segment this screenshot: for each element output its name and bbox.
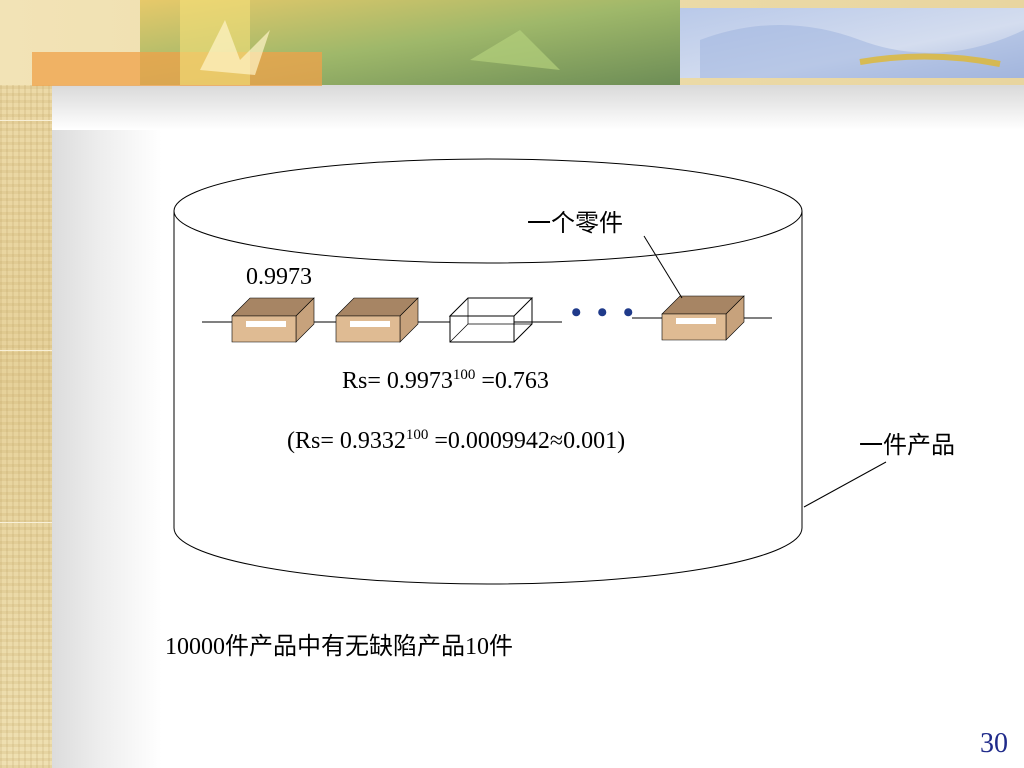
component-box-last <box>661 295 745 341</box>
part-reliability-label: 0.9973 <box>246 264 312 290</box>
banner-leaf-shape <box>200 20 270 75</box>
component-box-1 <box>231 297 315 343</box>
banner-golden-streak <box>859 53 1001 67</box>
component-box-2 <box>335 297 419 343</box>
cylinder-top <box>173 158 803 264</box>
formula2-prefix: (Rs= 0.9332 <box>287 428 406 454</box>
formula1-suffix: =0.763 <box>475 368 549 394</box>
formula2-exponent: 100 <box>405 427 429 443</box>
banner-flower-wash <box>700 25 1024 78</box>
page-number: 30 <box>980 728 1008 759</box>
defect-note: 10000件产品中有无缺陷产品10件 <box>165 634 513 660</box>
banner-orange-band <box>32 52 322 86</box>
product-cylinder <box>173 158 803 585</box>
left-decorative-strip <box>0 0 52 768</box>
banner-leaf-shape-2 <box>470 30 560 70</box>
system-reliability-formula: Rs= 0.9973100 =0.763 <box>342 368 549 395</box>
formula1-exponent: 100 <box>452 367 476 383</box>
ellipsis-dots: • • • <box>571 296 638 329</box>
alternate-reliability-formula: (Rs= 0.9332100 =0.0009942≈0.001) <box>287 428 625 455</box>
formula2-suffix: =0.0009942≈0.001) <box>428 428 626 454</box>
product-leader-line <box>803 461 887 508</box>
product-label: 一件产品 <box>859 433 955 459</box>
part-leader-line <box>643 235 683 299</box>
formula1-prefix: Rs= 0.9973 <box>342 368 453 394</box>
part-label: 一个零件 <box>527 211 623 237</box>
cylinder-bottom <box>173 527 803 585</box>
top-decorative-banner <box>0 0 1024 130</box>
banner-shadow <box>52 85 1024 130</box>
component-box-wireframe <box>448 297 534 343</box>
